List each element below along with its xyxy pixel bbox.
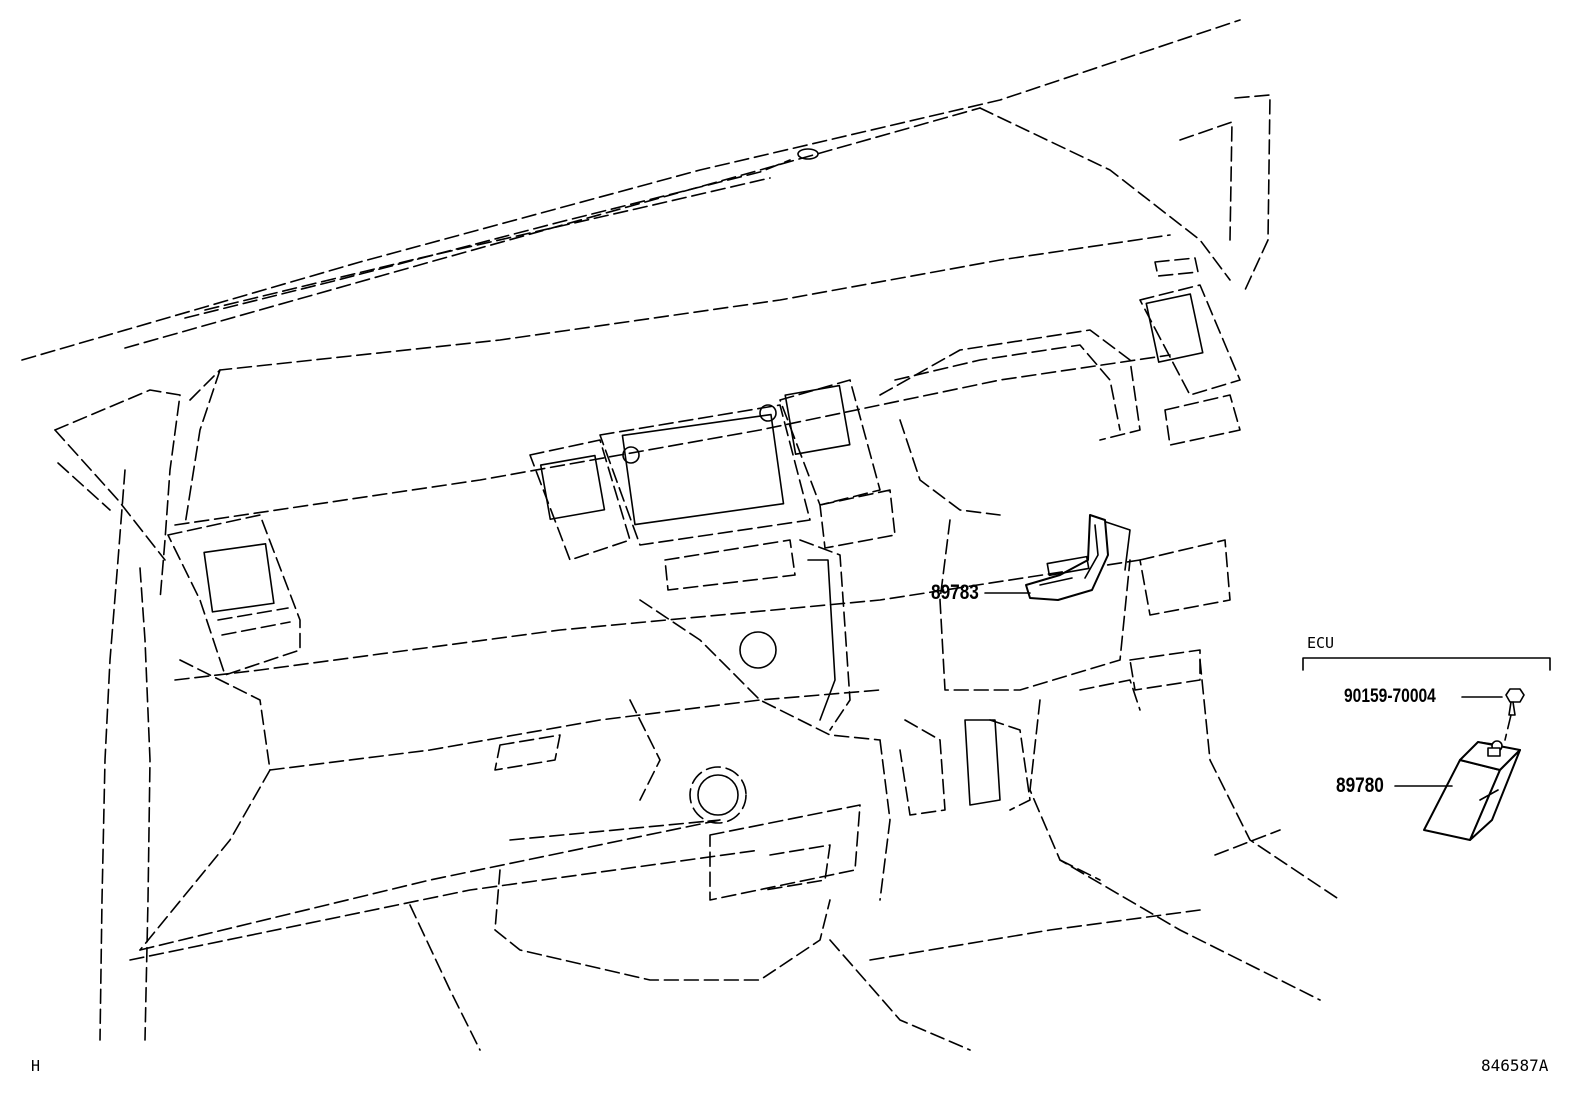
ecu-unit-89780 (1423, 740, 1521, 841)
switch-part-89783 (1025, 514, 1109, 601)
ecu-group-label: ECU (1307, 634, 1335, 652)
callout-89780[interactable]: 89780 (1336, 774, 1384, 797)
left-pillar (54, 389, 181, 1041)
callout-89783[interactable]: 89783 (931, 581, 979, 604)
dashboard-top (174, 234, 1171, 526)
callout-90159-70004[interactable]: 90159-70004 (1344, 686, 1436, 707)
steering-area (879, 329, 1141, 691)
shift-lever (639, 539, 881, 741)
right-vent (1139, 257, 1241, 616)
left-vent (167, 514, 301, 676)
illustration-id: 846587A (1481, 1056, 1549, 1075)
center-console (529, 379, 896, 591)
corner-marker: H (31, 1057, 41, 1075)
lower-dashboard (139, 559, 1141, 951)
floor-area (129, 649, 1341, 1051)
ecu-bracket (1302, 657, 1551, 671)
windshield-outline (21, 19, 1271, 361)
bolt-90159-70004 (1461, 688, 1525, 741)
